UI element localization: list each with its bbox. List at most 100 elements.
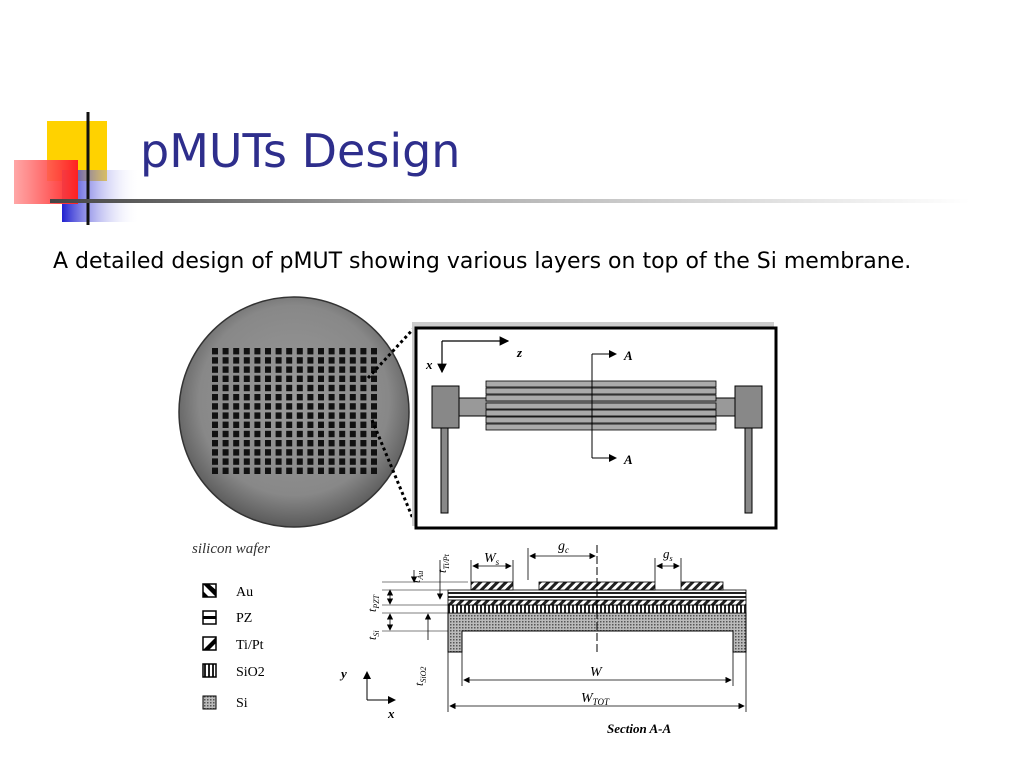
diagonal-fill-swatch-detail bbox=[203, 584, 216, 597]
wafer-die bbox=[339, 384, 346, 392]
wafer-die bbox=[275, 357, 282, 364]
wafer-die bbox=[296, 384, 303, 392]
legend-label-tipt: Ti/Pt bbox=[236, 638, 264, 653]
wafer-die bbox=[265, 357, 271, 364]
wafer-die bbox=[254, 375, 261, 382]
wafer-die bbox=[318, 375, 324, 382]
wafer-die bbox=[360, 384, 367, 392]
dim-wtot-label: WTOT bbox=[581, 691, 610, 707]
wafer-die bbox=[296, 421, 303, 428]
wafer-die bbox=[275, 348, 282, 355]
wafer-die bbox=[243, 403, 250, 410]
wafer-die bbox=[222, 421, 229, 428]
wafer-die bbox=[265, 375, 271, 382]
wafer-die bbox=[233, 412, 240, 419]
wafer-die bbox=[275, 467, 282, 474]
wafer-die bbox=[275, 366, 282, 373]
wafer-die bbox=[339, 366, 346, 373]
wafer-die bbox=[212, 421, 218, 428]
wafer-die bbox=[265, 394, 271, 401]
wafer-die bbox=[328, 366, 335, 373]
wafer-die bbox=[318, 366, 324, 373]
top-view-axis-z-label: z bbox=[516, 345, 523, 360]
wafer-die bbox=[371, 458, 377, 465]
electrode-finger bbox=[485, 394, 717, 402]
wafer-die bbox=[222, 348, 229, 355]
wafer-die bbox=[349, 357, 356, 364]
wafer-die bbox=[318, 430, 324, 438]
wafer-die bbox=[243, 440, 250, 447]
deco-red-square bbox=[14, 160, 78, 204]
dim-ws-label: Ws bbox=[484, 551, 500, 567]
wafer-die bbox=[243, 366, 250, 373]
wafer-die bbox=[222, 394, 229, 401]
wafer-die bbox=[275, 394, 282, 401]
dim-gc-label: gc bbox=[558, 539, 569, 555]
legend-label-pz: PZ bbox=[236, 611, 252, 626]
right-anchor-pad bbox=[734, 385, 763, 429]
wafer-die bbox=[328, 357, 335, 364]
legend-label-si: Si bbox=[236, 696, 248, 711]
wafer-die bbox=[275, 421, 282, 428]
wafer-die bbox=[339, 394, 346, 401]
au-electrode-left bbox=[470, 581, 514, 591]
wafer-die bbox=[339, 375, 346, 382]
wafer-die bbox=[360, 458, 367, 465]
legend-item-sio2: SiO2 bbox=[202, 663, 265, 680]
wafer-die bbox=[339, 440, 346, 447]
legend-label-au: Au bbox=[236, 585, 253, 600]
wafer-die bbox=[275, 412, 282, 419]
wafer-die bbox=[307, 412, 314, 419]
wafer-die bbox=[265, 412, 271, 419]
wafer-die bbox=[286, 384, 293, 392]
silicon-wafer: silicon wafer bbox=[178, 296, 410, 557]
wafer-die bbox=[233, 366, 240, 373]
wafer-die bbox=[307, 449, 314, 456]
deco-horizontal-rule bbox=[50, 199, 970, 203]
wafer-die bbox=[296, 403, 303, 410]
wafer-die bbox=[349, 467, 356, 474]
wafer-die bbox=[349, 403, 356, 410]
wafer-die bbox=[318, 357, 324, 364]
wafer-die bbox=[307, 384, 314, 392]
wafer-die bbox=[339, 430, 346, 438]
wafer-die bbox=[339, 421, 346, 428]
wafer-die bbox=[296, 449, 303, 456]
wafer-die bbox=[212, 430, 218, 438]
wafer-die bbox=[233, 394, 240, 401]
wafer-die bbox=[360, 430, 367, 438]
wafer-die bbox=[307, 357, 314, 364]
wafer-die bbox=[296, 440, 303, 447]
electrode-finger bbox=[485, 387, 717, 395]
wafer-die bbox=[328, 375, 335, 382]
wafer-die bbox=[296, 348, 303, 355]
section-caption: Section A-A bbox=[607, 721, 671, 736]
wafer-die bbox=[296, 430, 303, 438]
wafer-die bbox=[254, 421, 261, 428]
wafer-die bbox=[243, 412, 250, 419]
wafer-die bbox=[254, 467, 261, 474]
wafer-die bbox=[349, 375, 356, 382]
wafer-die bbox=[243, 394, 250, 401]
wafer-die bbox=[222, 440, 229, 447]
wafer-die-array bbox=[212, 348, 377, 474]
wafer-die bbox=[222, 375, 229, 382]
wafer-die bbox=[371, 440, 377, 447]
wafer-die bbox=[233, 375, 240, 382]
wafer-die bbox=[233, 430, 240, 438]
wafer-die bbox=[360, 357, 367, 364]
section-axis-y-label: y bbox=[339, 666, 347, 681]
wafer-die bbox=[222, 467, 229, 474]
wafer-die bbox=[286, 403, 293, 410]
wafer-die bbox=[371, 412, 377, 419]
wafer-die bbox=[243, 357, 250, 364]
wafer-die bbox=[349, 430, 356, 438]
wafer-die bbox=[286, 421, 293, 428]
wafer-die bbox=[371, 348, 377, 355]
wafer-die bbox=[328, 467, 335, 474]
wafer-die bbox=[265, 384, 271, 392]
wafer-die bbox=[307, 366, 314, 373]
wafer-die bbox=[349, 421, 356, 428]
wafer-die bbox=[286, 375, 293, 382]
wafer-die bbox=[307, 348, 314, 355]
